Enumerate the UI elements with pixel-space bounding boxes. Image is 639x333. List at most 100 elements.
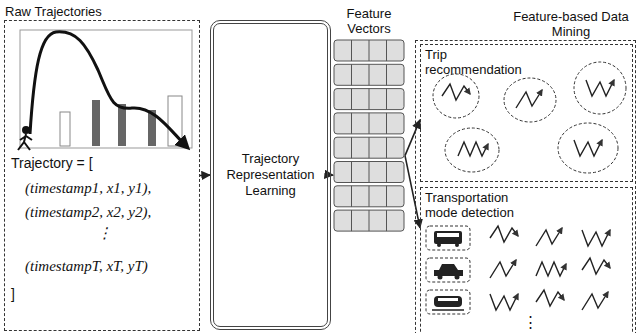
feature-cell-divider [351, 113, 352, 134]
feature-row [334, 64, 404, 85]
icon-frame [426, 226, 470, 250]
feature-cell-divider [386, 137, 387, 158]
feature-cell-divider [386, 162, 387, 183]
flow-arrow [405, 156, 420, 228]
bus-icon [434, 231, 462, 244]
feature-cell-divider [386, 89, 387, 110]
car-wheel [438, 275, 443, 280]
feature-cell-divider [386, 40, 387, 61]
flow-arrow [200, 174, 210, 176]
feature-cell-divider [369, 210, 370, 231]
feature-cell-divider [369, 89, 370, 110]
building [92, 100, 100, 146]
trajectory-curve [30, 32, 186, 146]
feature-row [334, 210, 404, 231]
icon-frame [426, 258, 470, 282]
cluster-outline [504, 78, 556, 122]
trajectory-squiggle [490, 294, 518, 310]
trajectory-squiggle [458, 142, 488, 156]
feature-cell-divider [351, 162, 352, 183]
feature-cell-divider [369, 64, 370, 85]
feature-cell-divider [351, 89, 352, 110]
trajectory-squiggle [582, 230, 610, 246]
trajectory-squiggle [516, 90, 542, 108]
panel-heading: Feature-based Data Mining [507, 9, 635, 39]
trajectory-squiggle [536, 290, 564, 306]
feature-vector-cells [334, 40, 404, 231]
feature-cell-divider [369, 40, 370, 61]
bus-window [437, 233, 459, 237]
feature-cell-divider [369, 162, 370, 183]
trajectory-squiggle [586, 80, 614, 96]
building [118, 104, 126, 146]
mode-icons [426, 226, 470, 314]
trip-clusters [433, 62, 626, 173]
feature-cell-divider [351, 64, 352, 85]
building [60, 112, 70, 146]
panel-heading: Feature Vectors [329, 6, 409, 36]
task-panel: Transportation mode detection [420, 187, 633, 333]
trajectory-formula-line: (timestampT, xT, yT) [25, 257, 148, 275]
flow-arrow [405, 120, 420, 156]
flow-arrow [331, 174, 333, 176]
bus-wheel [455, 243, 459, 247]
person-icon [18, 127, 32, 150]
car-wheel [455, 275, 460, 280]
cluster-outline [558, 123, 618, 173]
feature-row [334, 89, 404, 110]
task-panel: Trip recommendation [420, 44, 633, 182]
trajectory-squiggle [442, 84, 470, 100]
feature-cell-divider [351, 137, 352, 158]
trajectory-formula-line: ⋮ [97, 224, 112, 242]
feature-cell-divider [369, 137, 370, 158]
cluster-outline [574, 62, 626, 114]
feature-row [334, 186, 404, 207]
panel-heading: Raw Trajectories [5, 4, 102, 19]
trajectory-formula-line: (timestamp1, x1, y1), [25, 179, 151, 197]
feature-cell-divider [351, 40, 352, 61]
person-body [18, 134, 32, 150]
feature-cell-divider [351, 186, 352, 207]
feature-cell-divider [386, 113, 387, 134]
process-box: Trajectory Representation Learning [210, 20, 331, 330]
trajectory-formula-line: ] [11, 285, 15, 303]
feature-cell-divider [369, 186, 370, 207]
trajectory-squiggle [574, 140, 602, 156]
trajectory-squiggle [582, 292, 608, 310]
feature-cell-divider [369, 113, 370, 134]
feature-row [334, 162, 404, 183]
output-panel: Feature-based Data MiningTrip recommenda… [415, 40, 636, 333]
bus-wheel [437, 243, 441, 247]
continuation-mark: ⋮ [523, 314, 538, 329]
feature-stack: Feature Vectors [333, 38, 405, 234]
train-rail [432, 309, 464, 311]
cluster-outline [433, 74, 479, 118]
trajectory-squiggle [490, 260, 516, 278]
trajectory-squiggle [536, 228, 562, 246]
node-label: Transportation mode detection [425, 190, 535, 220]
trajectory-scene [18, 30, 192, 150]
feature-cell-divider [351, 210, 352, 231]
trajectory-squiggle [536, 262, 566, 276]
feature-row [334, 137, 404, 158]
input-panel: Raw TrajectoriesTrajectory = [(timestamp… [4, 20, 200, 331]
car-icon [434, 264, 463, 276]
trajectory-squiggle [490, 226, 518, 242]
feature-cell-divider [386, 186, 387, 207]
person-head [23, 127, 29, 133]
icon-frame [426, 290, 470, 314]
node-label: Trajectory Representation Learning [218, 151, 323, 199]
feature-cell-divider [386, 210, 387, 231]
train-icon [434, 296, 462, 307]
cluster-outline [445, 128, 499, 172]
scene-frame [20, 30, 192, 148]
feature-row [334, 40, 404, 61]
node-label: Trip recommendation [425, 47, 535, 77]
trajectory-formula-line: (timestamp2, x2, y2), [25, 203, 151, 221]
trajectory-formula-line: Trajectory = [ [11, 154, 93, 172]
feature-cell-divider [386, 64, 387, 85]
train-window [438, 298, 458, 301]
